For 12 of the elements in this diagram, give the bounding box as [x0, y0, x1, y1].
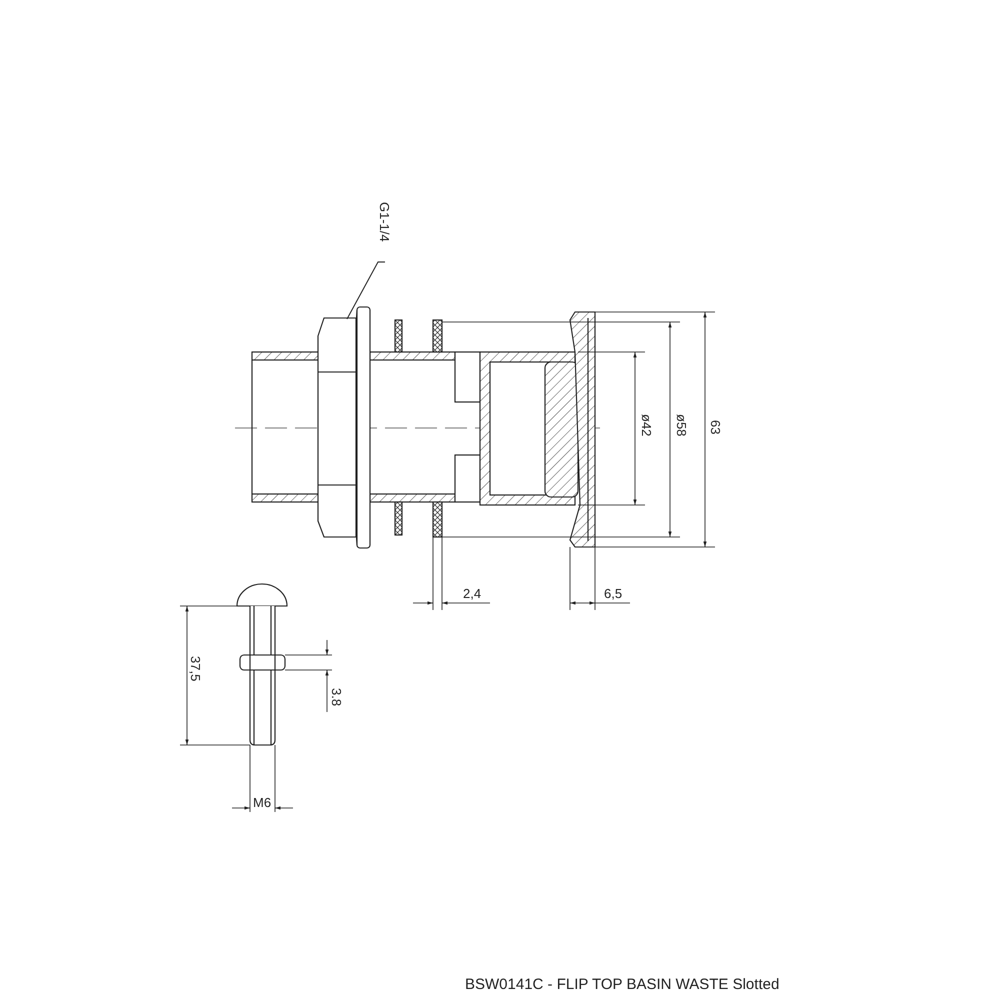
dimension-label: 37,5: [189, 656, 202, 682]
dimension-label: ø42: [640, 414, 653, 436]
dimension-label: 2,4: [463, 587, 482, 600]
dimension-label: 3.8: [330, 688, 343, 706]
dimension-label: ø58: [675, 414, 688, 436]
caption: BSW0141C - FLIP TOP BASIN WASTE Slotted: [465, 977, 780, 992]
dimension-label: M6: [253, 796, 272, 809]
leader-line: [346, 262, 386, 320]
dimension-label: 63: [709, 420, 722, 434]
dimension-label: 6,5: [604, 587, 622, 600]
hex-nut: [317, 317, 357, 538]
thread-size-label: G1-1/4: [378, 202, 391, 242]
